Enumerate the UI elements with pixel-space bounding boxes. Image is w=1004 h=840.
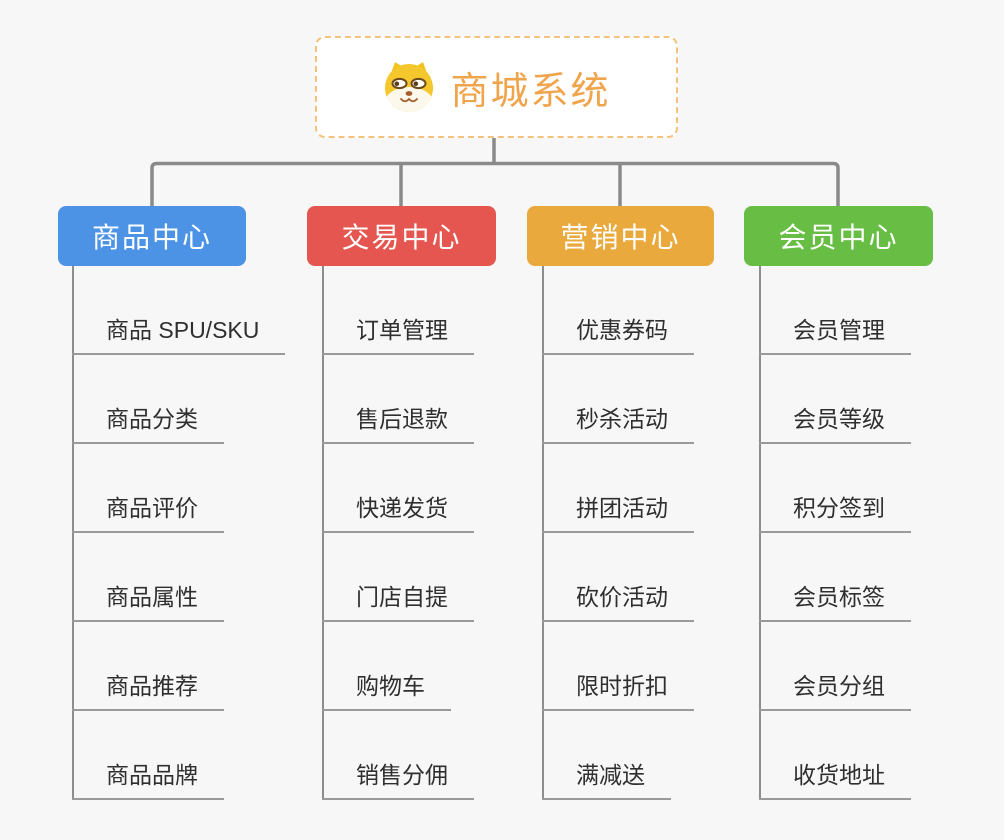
leaf-topic[interactable]: 商品分类 (72, 397, 224, 444)
leaf-topic[interactable]: 优惠券码 (542, 308, 694, 355)
leaf-topic[interactable]: 商品属性 (72, 575, 224, 622)
leaf-topic[interactable]: 会员等级 (759, 397, 911, 444)
branch-stem-line (72, 266, 74, 800)
branch-topic[interactable]: 会员中心 (744, 206, 933, 266)
leaf-topic[interactable]: 积分签到 (759, 486, 911, 533)
branch-topic[interactable]: 商品中心 (58, 206, 246, 266)
leaf-topic[interactable]: 满减送 (542, 753, 671, 800)
branch-stem-line (542, 266, 544, 800)
branch-stem-line (322, 266, 324, 800)
leaf-topic[interactable]: 销售分佣 (322, 753, 474, 800)
leaf-topic[interactable]: 门店自提 (322, 575, 474, 622)
branch-stem-line (759, 266, 761, 800)
leaf-topic[interactable]: 商品品牌 (72, 753, 224, 800)
leaf-topic[interactable]: 购物车 (322, 664, 451, 711)
branch-topic[interactable]: 交易中心 (307, 206, 496, 266)
leaf-topic[interactable]: 秒杀活动 (542, 397, 694, 444)
branch-topic[interactable]: 营销中心 (527, 206, 714, 266)
leaf-topic[interactable]: 订单管理 (322, 308, 474, 355)
root-topic-label: 商城系统 (450, 70, 611, 113)
leaf-topic[interactable]: 会员分组 (759, 664, 911, 711)
root-topic[interactable]: 商城系统 (315, 36, 678, 138)
leaf-topic[interactable]: 限时折扣 (542, 664, 694, 711)
leaf-topic[interactable]: 会员管理 (759, 308, 911, 355)
leaf-topic[interactable]: 拼团活动 (542, 486, 694, 533)
leaf-topic[interactable]: 售后退款 (322, 397, 474, 444)
leaf-topic[interactable]: 快递发货 (322, 486, 474, 533)
leaf-topic[interactable]: 商品评价 (72, 486, 224, 533)
leaf-topic[interactable]: 商品推荐 (72, 664, 224, 711)
leaf-topic[interactable]: 会员标签 (759, 575, 911, 622)
leaf-topic[interactable]: 砍价活动 (542, 575, 694, 622)
leaf-topic[interactable]: 商品 SPU/SKU (72, 308, 286, 355)
leaf-topic[interactable]: 收货地址 (759, 753, 911, 800)
shiba-dog-icon (385, 62, 434, 112)
